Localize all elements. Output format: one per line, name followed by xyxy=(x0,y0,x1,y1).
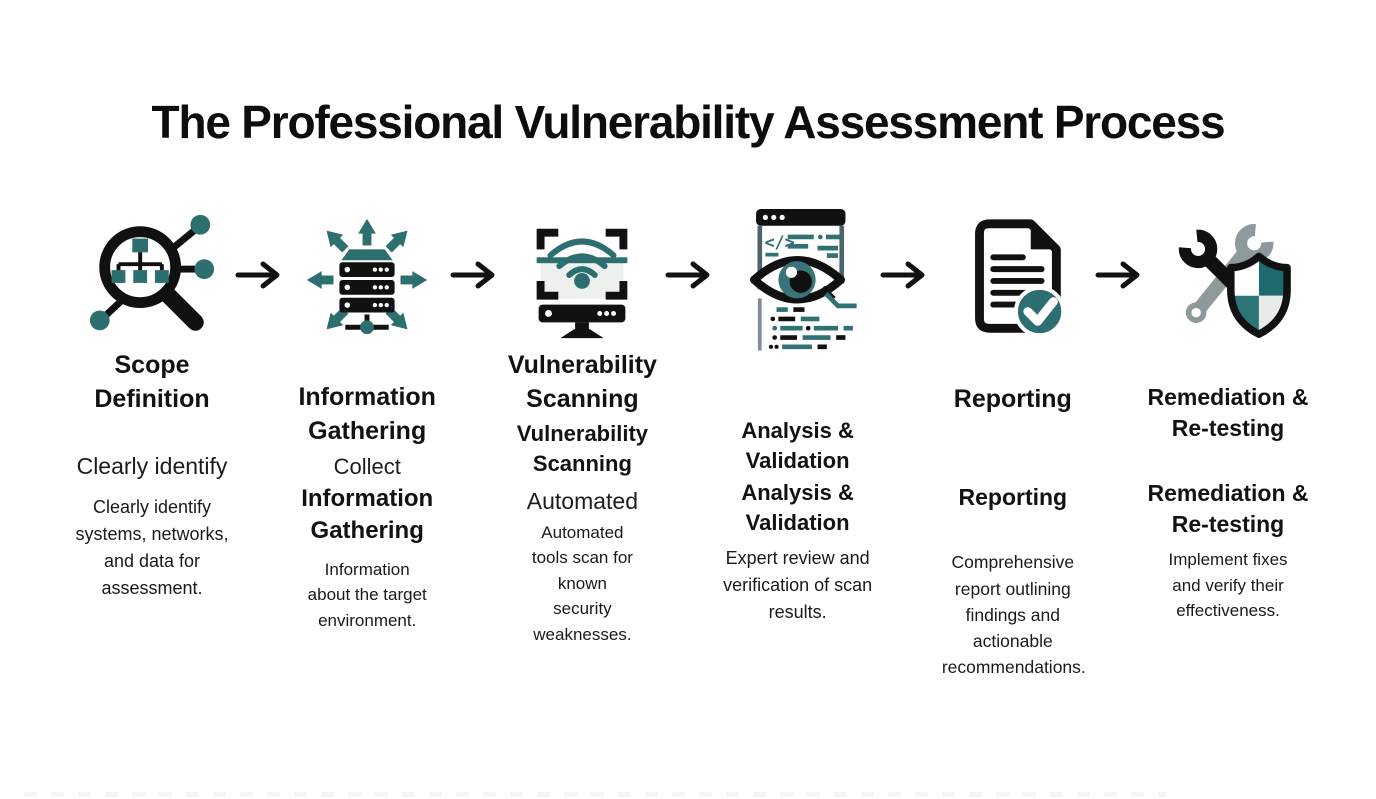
step-subheading: Clearly identify xyxy=(76,453,228,479)
step-description: Information about the target environment… xyxy=(307,559,427,630)
step-heading-repeat: Information Gathering xyxy=(301,484,434,545)
flow-arrow-icon xyxy=(1095,202,1140,291)
cropped-text-artifact xyxy=(24,791,1166,797)
step-heading: Information Gathering xyxy=(298,383,436,445)
step-vulnerability-scanning: Vulnerability Scanning Vulnerability Sca… xyxy=(490,202,674,647)
flow-arrow-icon xyxy=(665,202,710,291)
wrench-shield-icon xyxy=(1153,202,1303,352)
step-reporting: Reporting Reporting Comprehensive report… xyxy=(921,202,1105,681)
step-scope-definition: Scope Definition Clearly identify Clearl… xyxy=(60,202,244,602)
document-check-icon xyxy=(944,202,1082,352)
monitor-wifi-scan-icon xyxy=(513,202,651,352)
flow-arrow-icon xyxy=(235,202,280,291)
step-heading-repeat: Vulnerability Scanning xyxy=(516,421,649,476)
step-remediation-retesting: Remediation & Re-testing Remediation & R… xyxy=(1136,202,1320,624)
step-description: Implement fixes and verify their effecti… xyxy=(1168,550,1288,621)
step-heading: Vulnerability Scanning xyxy=(507,351,657,413)
step-heading: Analysis & Validation xyxy=(741,418,854,473)
step-information-gathering: Information Gathering Collect Informatio… xyxy=(275,202,459,633)
eye-code-review-icon: </> xyxy=(730,202,865,352)
step-heading-repeat: Analysis & Validation xyxy=(741,479,854,535)
server-broadcast-icon xyxy=(298,202,436,352)
step-heading: Scope Definition xyxy=(94,351,210,413)
step-analysis-validation: </> Anal xyxy=(706,202,890,626)
step-heading-repeat: Reporting xyxy=(958,484,1068,510)
magnifier-network-icon xyxy=(83,202,221,352)
flow-arrow-icon xyxy=(450,202,495,291)
step-heading: Remediation & Re-testing xyxy=(1147,384,1309,442)
step-description: Automated tools scan for known security … xyxy=(531,522,633,644)
step-subheading: Collect xyxy=(333,454,401,479)
flow-arrow-icon xyxy=(880,202,925,291)
step-description: Clearly identify systems, networks, and … xyxy=(75,496,229,598)
step-heading: Reporting xyxy=(953,385,1072,413)
page-title: The Professional Vulnerability Assessmen… xyxy=(151,95,1226,148)
step-description: Expert review and verification of scan r… xyxy=(723,547,873,622)
process-flow: Scope Definition Clearly identify Clearl… xyxy=(0,202,1376,681)
step-description: Comprehensive report outlining findings … xyxy=(941,552,1086,678)
step-subheading: Automated xyxy=(526,487,639,514)
svg-text:</>: </> xyxy=(765,232,795,252)
step-heading-repeat: Remediation & Re-testing xyxy=(1147,479,1309,537)
